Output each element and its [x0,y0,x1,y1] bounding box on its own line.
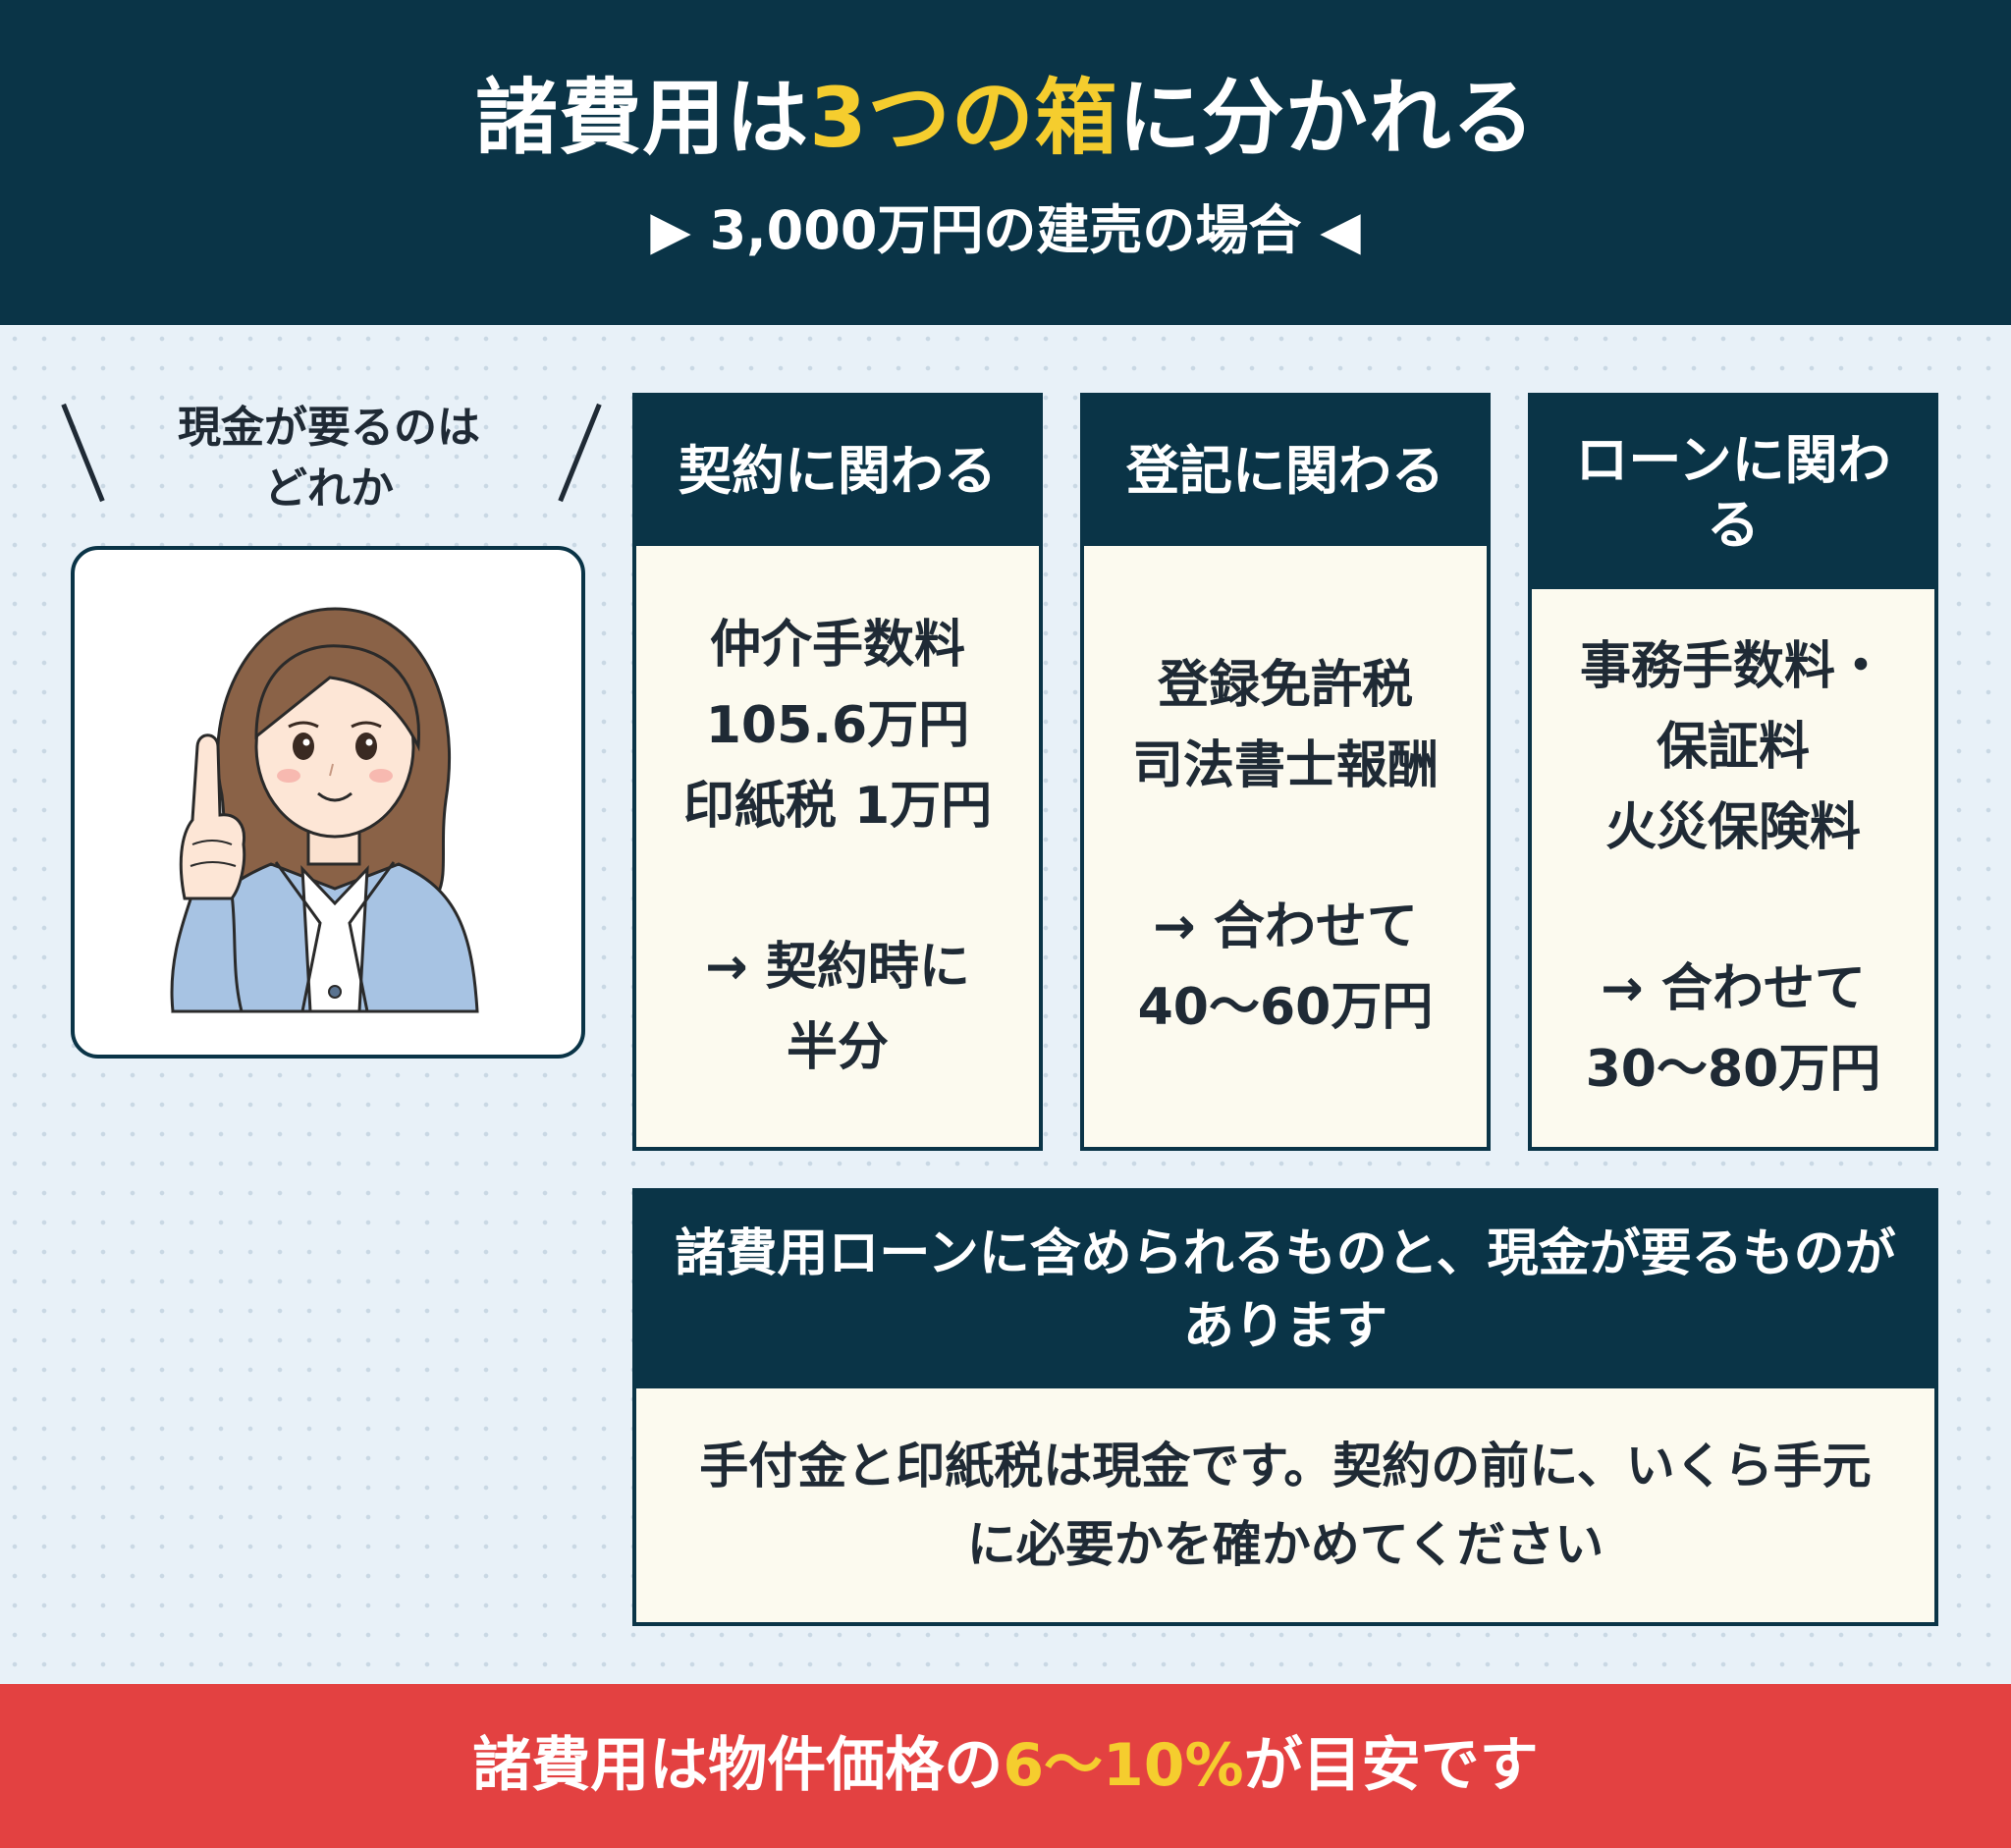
box-registration-item: 登録免許税 [1157,656,1413,715]
aside-question-line1: 現金が要るのは [178,403,480,453]
box-loan: ローンに関わる 事務手数料・ 保証料 火災保険料 → 合わせて 30〜80万円 [1528,393,1938,1151]
illustration-card [71,546,585,1059]
box-registration: 登記に関わる 登録免許税 司法書士報酬 → 合わせて 40〜60万円 [1080,393,1491,1151]
speech-slash-right [558,403,602,503]
box-registration-body: 登録免許税 司法書士報酬 → 合わせて 40〜60万円 [1084,546,1487,1147]
box-loan-item: 火災保険料 [1604,798,1861,857]
box-contract-item: 105.6万円 [705,696,970,755]
box-loan-item: 保証料 [1656,718,1810,777]
header-banner: 諸費用は3つの箱に分かれる ▶ 3,000万円の建売の場合 ◀ [0,0,2011,325]
speech-slash-left [61,403,105,503]
box-contract-item: 仲介手数料 [709,616,965,675]
box-contract: 契約に関わる 仲介手数料 105.6万円 印紙税 1万円 → 契約時に 半分 [632,393,1043,1151]
box-loan-title: ローンに関わる [1532,397,1934,589]
aside-question: 現金が要るのは どれか [128,398,530,519]
aside-question-line2: どれか [264,463,394,514]
summary-box: 諸費用ローンに含められるものと、現金が要るものがあります 手付金と印紙税は現金で… [632,1188,1938,1626]
box-registration-note: → 合わせて [1153,897,1418,956]
footer-text-post: が目安です [1243,1731,1539,1800]
box-contract-title: 契約に関わる [636,397,1039,546]
summary-title: 諸費用ローンに含められるものと、現金が要るものがあります [636,1192,1934,1388]
box-registration-title: 登記に関わる [1084,397,1487,546]
box-loan-note: 30〜80万円 [1585,1040,1881,1099]
page-subtitle: ▶ 3,000万円の建売の場合 ◀ [650,199,1361,261]
title-pre: 諸費用は [475,70,810,166]
page-title: 諸費用は3つの箱に分かれる [0,69,2011,167]
footer-text-pre: 諸費用は物件価格の [472,1731,1004,1800]
summary-body: 手付金と印紙税は現金です。契約の前に、いくら手元に必要かを確かめてください [699,1438,1872,1573]
footer-highlight: 6〜10% [1003,1731,1244,1800]
box-loan-item: 事務手数料・ [1579,637,1886,696]
box-contract-item: 印紙税 1万円 [682,777,993,836]
title-post: に分かれる [1117,70,1536,166]
box-registration-item: 司法書士報酬 [1131,736,1439,795]
woman-pointing-illustration [170,607,479,1013]
box-loan-body: 事務手数料・ 保証料 火災保険料 → 合わせて 30〜80万円 [1532,589,1934,1147]
box-registration-note: 40〜60万円 [1137,978,1434,1037]
box-contract-body: 仲介手数料 105.6万円 印紙税 1万円 → 契約時に 半分 [636,546,1039,1147]
footer-banner: 諸費用は物件価格の6〜10%が目安です [0,1684,2011,1848]
box-contract-note: 半分 [786,1018,889,1077]
box-loan-note: → 合わせて [1601,959,1866,1018]
box-contract-note: → 契約時に [705,938,970,997]
title-highlight: 3つの箱 [809,70,1118,166]
